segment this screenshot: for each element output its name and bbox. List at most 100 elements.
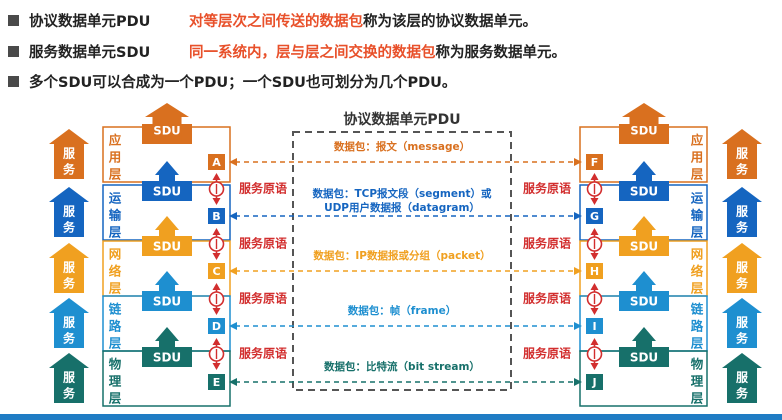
right-layer-name-char: 应 xyxy=(691,133,704,148)
right-service-arrow xyxy=(722,243,762,293)
left-sdu-arrow-head xyxy=(155,161,179,181)
peer-dashed-arrow-head-right xyxy=(574,158,582,166)
left-service-arrow-char1: 服 xyxy=(63,204,76,219)
right-layer-name-char: 层 xyxy=(691,225,704,240)
left-access-point-label: B xyxy=(212,210,220,223)
left-top-sdu-arrow xyxy=(145,103,189,143)
left-primitive-label: 服务原语 xyxy=(239,346,287,361)
left-primitive-arrow-head-top xyxy=(212,283,221,290)
left-sdu-arrow-label: SDU xyxy=(153,351,181,365)
right-sdu-arrow-label: SDU xyxy=(630,240,658,254)
right-primitive-arrow-head-top xyxy=(590,228,599,235)
left-sdu-arrow xyxy=(142,236,192,256)
bullet-term: 服务数据单元SDU xyxy=(29,44,151,61)
right-service-arrow xyxy=(722,298,762,348)
left-access-point xyxy=(208,154,225,170)
left-service-arrow xyxy=(49,187,89,237)
right-service-arrow-char2: 务 xyxy=(736,386,749,401)
left-primitive-arrow-head-top xyxy=(212,228,221,235)
right-layer-name-char: 用 xyxy=(690,150,704,165)
left-service-arrow xyxy=(49,129,89,179)
right-layer-name-char: 层 xyxy=(691,391,704,406)
left-layer-name-char: 层 xyxy=(109,225,122,240)
right-primitive-arrow-head-bottom xyxy=(590,308,599,315)
left-primitive-label: 服务原语 xyxy=(239,236,287,251)
right-primitive-label: 服务原语 xyxy=(523,236,571,251)
left-primitive-arrow-head-top xyxy=(212,338,221,345)
left-service-arrow-char2: 务 xyxy=(63,220,76,235)
left-service-arrow-char1: 服 xyxy=(63,146,76,161)
left-service-arrow xyxy=(49,298,89,348)
right-sdu-arrow-head xyxy=(632,271,656,291)
left-layer-name-char: 链 xyxy=(109,302,122,317)
right-layer-name-char: 输 xyxy=(691,208,704,223)
packet-label: 数据包：IP数据报或分组（packet） xyxy=(312,249,490,262)
right-access-point-label: H xyxy=(590,265,599,278)
left-primitive-arrow-head-top xyxy=(212,173,221,180)
left-layer-name-char: 层 xyxy=(109,167,122,182)
left-layer-name-char: 络 xyxy=(109,264,122,279)
left-primitive-arrow-head-bottom xyxy=(212,198,221,205)
left-access-point-label: E xyxy=(213,376,221,389)
packet-label: UDP用户数据报（datagram） xyxy=(324,201,480,214)
left-primitive-label: 服务原语 xyxy=(239,291,287,306)
right-access-point-label: G xyxy=(590,210,599,223)
bullet-rest: 称为该层的协议数据单元。 xyxy=(363,13,537,30)
right-access-point xyxy=(586,208,603,224)
left-service-arrow xyxy=(49,243,89,293)
right-sdu-arrow xyxy=(619,181,669,201)
left-layer-name-char: 应 xyxy=(109,133,122,148)
right-service-arrow-char1: 服 xyxy=(736,260,749,275)
left-sdu-arrow-head xyxy=(155,271,179,291)
right-layer-name-char: 链 xyxy=(691,302,704,317)
bullet-square-icon xyxy=(8,75,19,87)
right-layer-name-char: 物 xyxy=(691,357,704,372)
bullet-emphasis: 同一系统内，层与层之间交换的数据包 xyxy=(189,44,436,61)
left-layer-name-char: 输 xyxy=(109,208,122,223)
right-service-arrow-char1: 服 xyxy=(736,370,749,385)
right-top-sdu-arrow-label: SDU xyxy=(630,124,657,138)
left-service-arrow-char2: 务 xyxy=(63,386,76,401)
left-access-point-label: C xyxy=(212,265,220,278)
right-service-arrow xyxy=(722,187,762,237)
peer-dashed-arrow-head-left xyxy=(229,378,237,386)
bullet-sdu: 服务数据单元SDU 同一系统内，层与层之间交换的数据包 称为服务数据单元。 xyxy=(8,40,566,62)
left-primitive-arrow-head-bottom xyxy=(212,363,221,370)
right-access-point-label: F xyxy=(591,156,599,169)
peer-dashed-arrow-head-left xyxy=(229,267,237,275)
bullet-emphasis: 对等层次之间传送的数据包 xyxy=(189,13,363,30)
packet-label: 数据包：报文（message） xyxy=(333,140,470,153)
right-primitive-arrow-head-top xyxy=(590,338,599,345)
right-layer-name-char: 层 xyxy=(691,281,704,296)
left-layer-name-char: 物 xyxy=(109,357,122,372)
right-primitive-label: 服务原语 xyxy=(523,346,571,361)
left-top-sdu-arrow-label: SDU xyxy=(153,124,180,138)
left-sdu-arrow-head xyxy=(155,327,179,347)
right-service-arrow xyxy=(722,353,762,403)
right-access-point-label: J xyxy=(591,376,596,389)
right-sdu-arrow xyxy=(619,236,669,256)
right-layer-name-char: 理 xyxy=(691,374,704,389)
right-layer-name-char: 层 xyxy=(691,336,704,351)
left-sdu-arrow xyxy=(142,291,192,311)
right-access-point xyxy=(586,374,603,390)
right-primitive-arrow-head-top xyxy=(590,173,599,180)
left-layer-name-char: 层 xyxy=(109,391,122,406)
right-sdu-arrow-label: SDU xyxy=(630,295,658,309)
right-access-point xyxy=(586,318,603,334)
packet-label: 数据包：比特流（bit stream） xyxy=(323,360,480,373)
left-sdu-arrow-label: SDU xyxy=(153,240,181,254)
peer-dashed-arrow-head-right xyxy=(574,267,582,275)
right-access-point xyxy=(586,263,603,279)
left-sdu-arrow-label: SDU xyxy=(153,185,181,199)
left-access-point xyxy=(208,208,225,224)
left-service-arrow-char1: 服 xyxy=(63,260,76,275)
bottom-bar xyxy=(0,414,782,420)
right-top-sdu-arrow xyxy=(622,103,666,143)
pdu-title: 协议数据单元PDU xyxy=(343,111,460,128)
peer-dashed-arrow-head-left xyxy=(229,158,237,166)
right-service-arrow xyxy=(722,129,762,179)
left-sdu-arrow-head xyxy=(155,216,179,236)
right-primitive-arrow-head-top xyxy=(590,283,599,290)
bullet-square-icon xyxy=(8,14,19,26)
